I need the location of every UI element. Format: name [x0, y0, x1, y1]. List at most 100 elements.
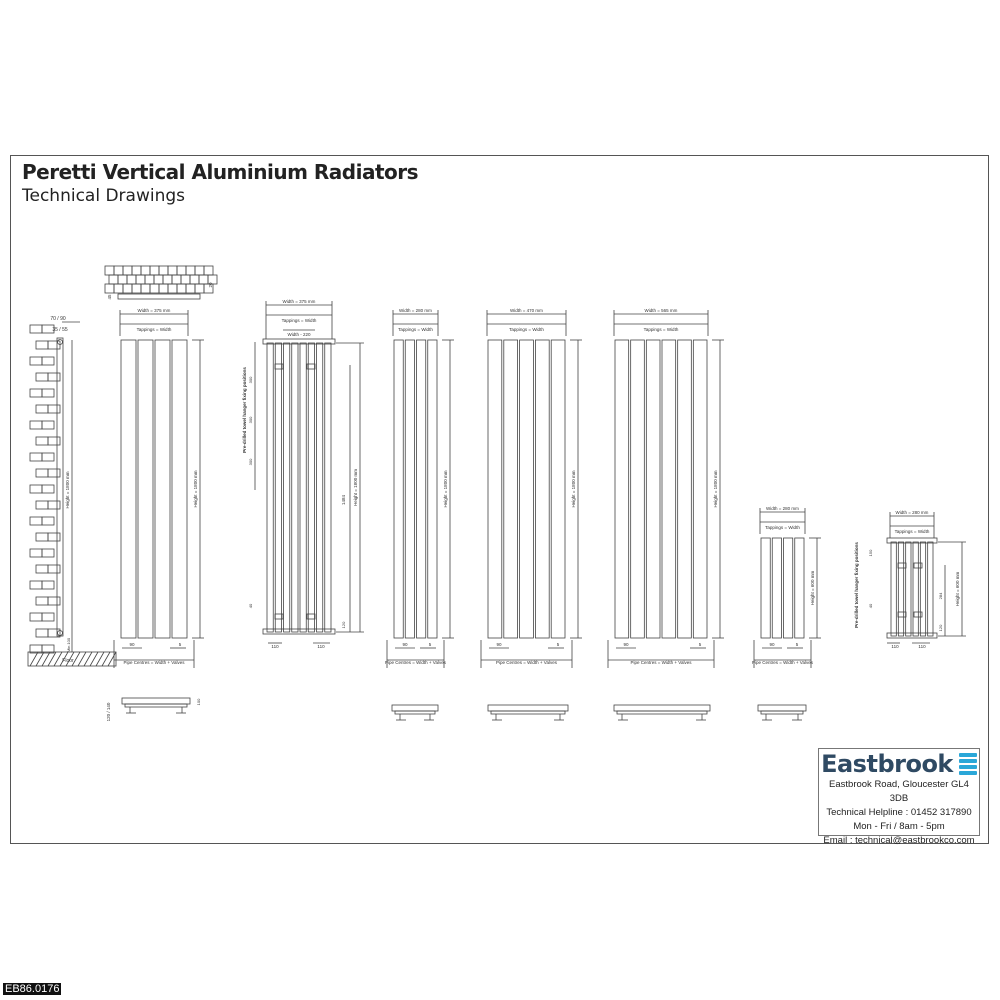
wall-brick	[153, 274, 164, 285]
wall-brick	[131, 265, 142, 276]
wall-brick	[171, 274, 182, 285]
floor-hatch	[29, 651, 39, 667]
radiator-column	[550, 339, 566, 639]
plan-view-fins	[394, 710, 436, 715]
floor-hatch	[47, 651, 57, 667]
wall-brick	[198, 274, 209, 285]
dimension-label: 5	[796, 642, 799, 647]
pipe-icon	[57, 339, 63, 345]
dimension-label: 120	[938, 624, 943, 631]
towel-hanger-label: Pre-drilled towel hanger fixing position…	[854, 542, 859, 628]
radiator-side-profile	[56, 337, 64, 637]
radiator-column	[645, 339, 661, 639]
radiator-column	[404, 339, 415, 639]
floor-hatch	[83, 651, 93, 667]
wall-brick	[158, 265, 169, 276]
wall-brick	[47, 468, 61, 478]
floor-hatch	[41, 651, 51, 667]
floor-hatch	[65, 651, 75, 667]
plan-view-body	[757, 704, 807, 712]
radiator-column	[661, 339, 677, 639]
wall-brick	[35, 340, 49, 350]
bottom-rail	[886, 632, 938, 639]
dimension-label: 5	[179, 642, 182, 647]
wall-brick	[203, 265, 214, 276]
height-label: Height = 1800 mm	[443, 470, 448, 507]
radiator-column	[316, 342, 324, 633]
page-subtitle: Technical Drawings	[22, 186, 186, 206]
pipe-centres-label: Pipe Centres = Width + Valves	[631, 660, 693, 665]
wall-offset-label: 35 / 55	[52, 327, 68, 333]
floor-hatch	[35, 651, 45, 667]
tappings-label: Tappings = Width	[644, 327, 679, 332]
plan-view-body	[121, 697, 191, 705]
floor-hatch	[95, 651, 105, 667]
dimension-label: 90	[623, 642, 629, 647]
bottom-rail	[262, 628, 336, 635]
wall-brick	[140, 283, 151, 294]
plan-view-fins	[124, 703, 188, 708]
radiator-column	[535, 339, 550, 639]
radiator-column	[503, 339, 518, 639]
dimension-label: 110	[317, 644, 325, 649]
min-floor-label: Min 100	[66, 637, 71, 652]
towel-hanger-bracket	[913, 562, 923, 569]
radiator-column	[519, 339, 534, 639]
plan-view-body	[391, 704, 439, 712]
dimension-label: 90	[129, 642, 135, 647]
wall-brick	[29, 356, 43, 366]
wall-brick	[35, 436, 49, 446]
height-label: Height = 1800 mm	[193, 470, 198, 507]
dimension-label: 90	[402, 642, 408, 647]
pipe-icon	[57, 630, 63, 636]
wall-brick	[108, 274, 119, 285]
radiator-column	[905, 541, 912, 637]
wall-brick	[41, 420, 55, 430]
dimension-label: 300	[248, 376, 253, 383]
radiator-column	[912, 541, 919, 637]
floor-hatch	[53, 651, 63, 667]
wall-brick	[176, 265, 187, 276]
wall-brick	[180, 274, 191, 285]
floor-label: Floor	[62, 658, 74, 664]
wall-brick	[41, 548, 55, 558]
pipe-centres-label: Pipe Centres = Width + Valves	[496, 660, 558, 665]
wall-brick	[203, 283, 214, 294]
wall-brick	[122, 283, 133, 294]
dimension-label: 1484	[341, 494, 346, 505]
brand-logo: Eastbrook	[819, 750, 979, 778]
wall-brick	[29, 388, 43, 398]
wall-brick	[47, 404, 61, 414]
wall-brick	[47, 596, 61, 606]
height-label: Height = 1800 mm	[713, 470, 718, 507]
dimension-label: 5	[699, 642, 702, 647]
top-rail	[262, 338, 336, 345]
dimension-label: 5	[429, 642, 432, 647]
dimension-label: 300	[248, 416, 253, 423]
dimension-label: 100	[196, 698, 201, 705]
dimension-label: 40	[868, 603, 873, 608]
wall-brick	[35, 404, 49, 414]
wall-brick	[122, 265, 133, 276]
towel-hanger-bracket	[913, 611, 923, 618]
wall-brick	[41, 356, 55, 366]
dimension-label: 110	[918, 644, 926, 649]
towel-hanger-bracket	[306, 363, 316, 370]
wall-brick	[113, 283, 124, 294]
radiator-column	[897, 541, 905, 637]
wall-brick	[41, 580, 55, 590]
wall-brick	[35, 532, 49, 542]
wall-brick	[194, 265, 205, 276]
wall-brick	[47, 532, 61, 542]
radiator-column	[614, 339, 630, 639]
wall-brick	[135, 274, 146, 285]
wall-brick	[167, 283, 178, 294]
height-label: Height = 600 mm	[810, 571, 815, 606]
pipe-centres-label: Pipe Centres = Width + Valves	[752, 660, 814, 665]
radiator-column	[274, 342, 282, 633]
wall-brick	[185, 265, 196, 276]
floor-hatch	[59, 651, 69, 667]
address: Eastbrook Road, Gloucester GL4 3DB	[829, 779, 969, 804]
wall-brick	[104, 283, 115, 294]
wall-brick	[185, 283, 196, 294]
